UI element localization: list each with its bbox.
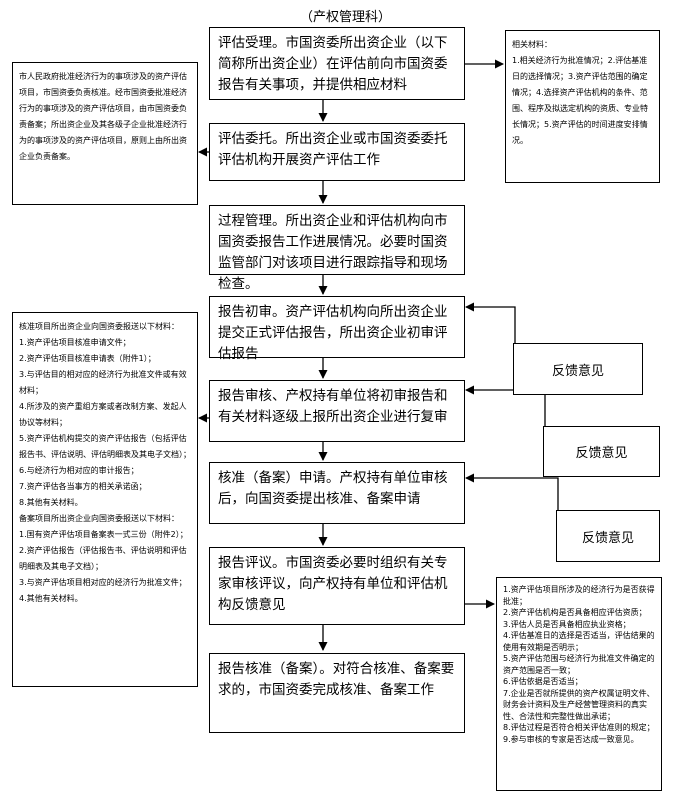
feedback-box-2: 反馈意见 — [543, 426, 660, 477]
feedback-loop-1 — [465, 302, 516, 343]
step-preliminary-review: 报告初审。资产评估机构向所出资企业提交正式评估报告，所出资企业初审评估报告 — [209, 296, 465, 362]
note-review-points: 1.资产评估项目所涉及的经济行为是否获得批准； 2.资产评估机构是否具备相应评估… — [496, 577, 662, 791]
page-title: （产权管理科） — [300, 10, 392, 25]
step-report-evaluation: 报告评议。市国资委必要时组织有关专家审核评议，向产权持有单位和评估机构反馈意见 — [209, 547, 465, 625]
note-submission-materials: 核准项目所出资企业向国资委报送以下材料： 1.资产评估项目核准申请文件； 2.资… — [12, 312, 198, 687]
note-approval-scope: 市人民政府批准经济行为的事项涉及的资产评估项目，市国资委负责核准。经市国资委批准… — [12, 62, 198, 205]
step-evaluation-commission: 评估委托。所出资企业或市国资委委托评估机构开展资产评估工作 — [209, 123, 465, 181]
feedback-loop-2 — [465, 385, 546, 426]
step-process-management: 过程管理。所出资企业和评估机构向市国资委报告工作进展情况。必要时国资监管部门对该… — [209, 205, 465, 292]
note-related-materials: 相关材料： 1.相关经济行为批准情况；2.评估基准日的选择情况；3.资产评估范围… — [505, 30, 660, 183]
step-report-approval: 报告核准（备案）。对符合核准、备案要求的，市国资委完成核准、备案工作 — [209, 653, 465, 733]
feedback-box-3: 反馈意见 — [556, 510, 660, 562]
step-evaluation-acceptance: 评估受理。市国资委所出资企业（以下简称所出资企业）在评估前向市国资委报告有关事项… — [209, 27, 465, 100]
feedback-loop-3 — [465, 473, 559, 510]
feedback-box-1: 反馈意见 — [513, 343, 643, 395]
step-report-review: 报告审核、产权持有单位将初审报告和有关材料逐级上报所出资企业进行复审 — [209, 380, 465, 442]
step-approval-application: 核准（备案）申请。产权持有单位审核后，向国资委提出核准、备案申请 — [209, 462, 465, 524]
